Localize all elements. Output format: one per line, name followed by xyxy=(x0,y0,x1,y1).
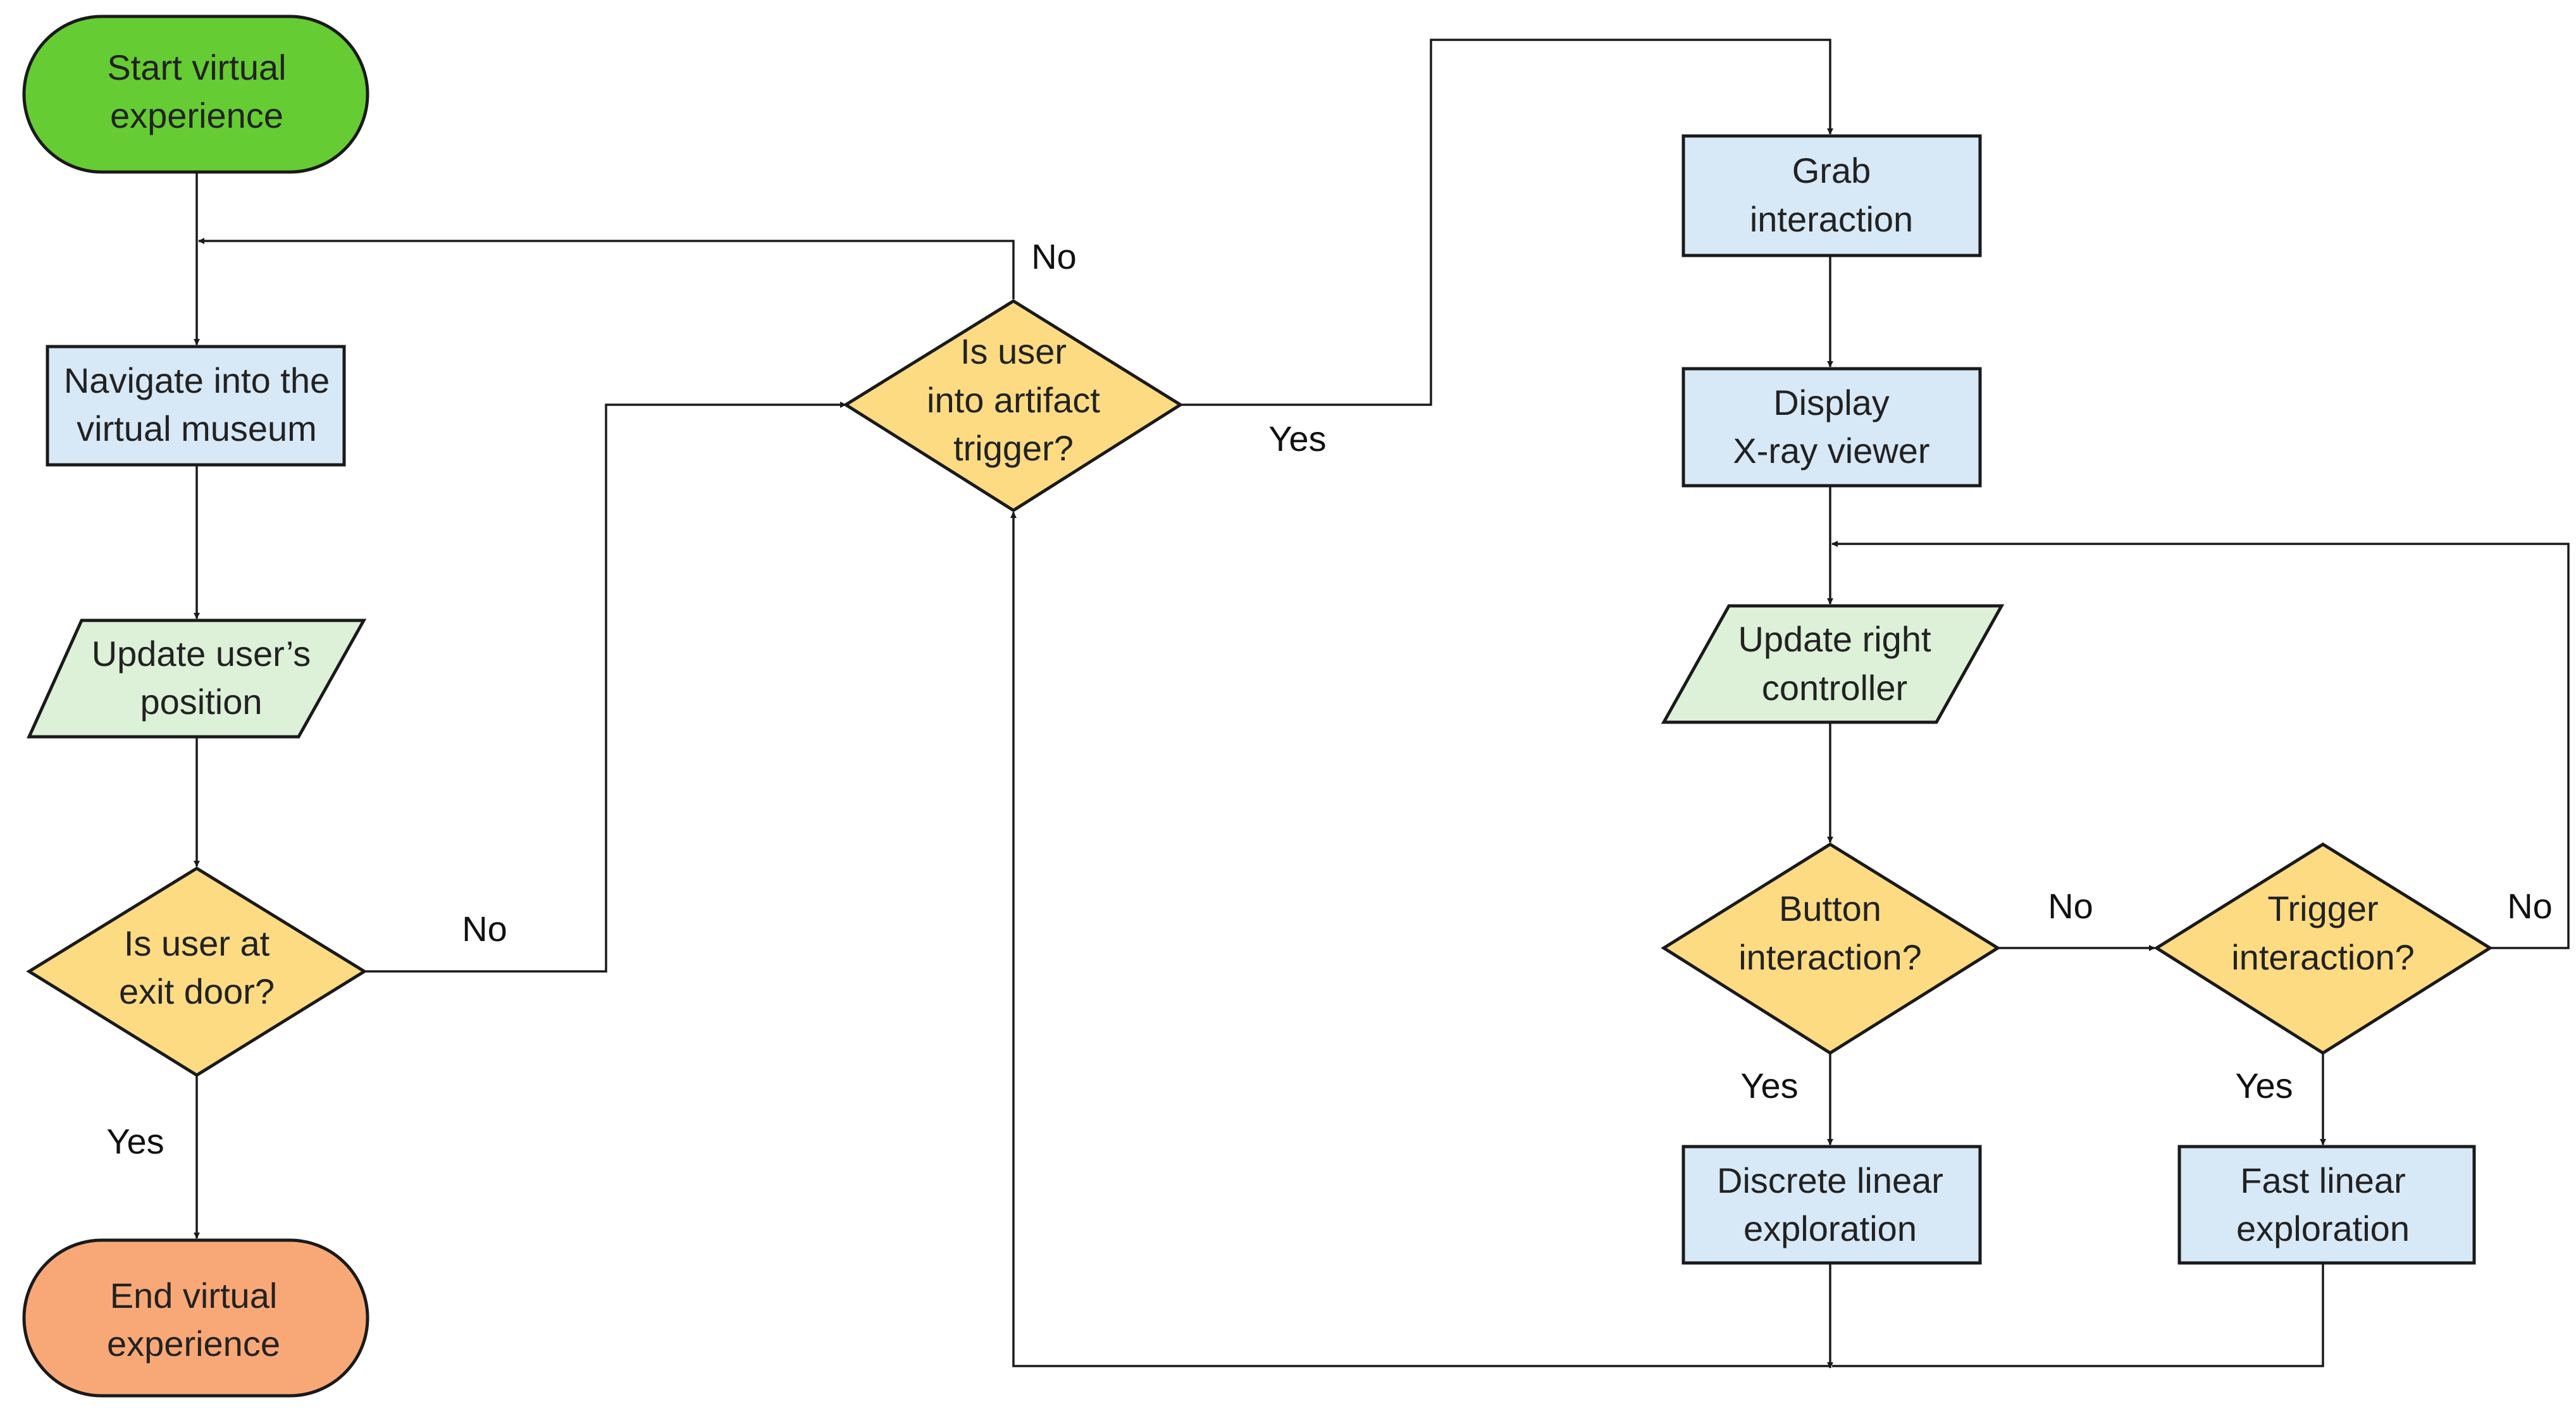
trigger-interaction-decision: Trigger interaction? xyxy=(2153,842,2493,1055)
grab-label-line2: interaction xyxy=(1750,199,1913,239)
edge-artifact-trigger-yes-to-grab xyxy=(1180,39,1833,406)
grab-process-shape xyxy=(1681,134,1982,257)
edges xyxy=(194,39,2570,1369)
end-label-line2: experience xyxy=(107,1324,280,1364)
artifact-trigger-decision: Is user into artifact trigger? xyxy=(843,299,1184,512)
edge-artifact-trigger-no-loop xyxy=(198,238,1015,299)
update-position-io-shape xyxy=(27,619,367,739)
display-xray-label-line2: X-ray viewer xyxy=(1733,431,1929,471)
artifact-no-label: No xyxy=(1031,237,1077,276)
exit-no-label: No xyxy=(462,909,507,949)
artifact-trigger-label-line3: trigger? xyxy=(953,428,1074,468)
artifact-yes-label: Yes xyxy=(1268,419,1326,459)
edge-labels: No Yes No Yes No Yes No Yes xyxy=(106,237,2552,1161)
update-controller-label-line1: Update right xyxy=(1738,619,1931,659)
trigger-interaction-label-line1: Trigger xyxy=(2267,889,2378,928)
update-controller-io-shape xyxy=(1661,604,2005,724)
exit-door-decision-shape xyxy=(26,866,368,1077)
exit-yes-label: Yes xyxy=(106,1121,164,1161)
edge-exit-door-no-to-artifact-trigger xyxy=(364,402,846,973)
display-xray-label-line1: Display xyxy=(1773,383,1890,422)
start-terminal-shape xyxy=(22,15,369,174)
exit-door-decision: Is user at exit door? xyxy=(26,866,368,1077)
trigger-interaction-decision-shape xyxy=(2153,842,2493,1055)
update-position-io: Update user’s position xyxy=(27,619,367,739)
exit-door-label-line1: Is user at xyxy=(124,923,270,963)
discrete-linear-label-line2: exploration xyxy=(1743,1209,1917,1248)
trigger-no-label: No xyxy=(2507,886,2553,926)
trigger-yes-label: Yes xyxy=(2235,1066,2293,1105)
button-interaction-decision-shape xyxy=(1661,842,2001,1055)
edge-fast-to-bottom-line xyxy=(1832,1263,2324,1367)
navigate-process: Navigate into the virtual museum xyxy=(46,345,346,467)
start-label-line1: Start virtual xyxy=(107,47,286,87)
discrete-linear-process-shape xyxy=(1681,1145,1982,1265)
button-interaction-decision: Button interaction? xyxy=(1661,842,2001,1055)
discrete-linear-label-line1: Discrete linear xyxy=(1717,1161,1943,1200)
button-no-label: No xyxy=(2048,886,2093,926)
update-position-label-line2: position xyxy=(140,682,262,722)
edge-bottom-line-to-artifact-trigger xyxy=(1010,512,1830,1367)
edge-trigger-no-loop xyxy=(1831,541,2570,949)
discrete-linear-process: Discrete linear exploration xyxy=(1681,1145,1982,1265)
end-label-line1: End virtual xyxy=(110,1276,278,1315)
update-controller-io: Update right controller xyxy=(1661,604,2005,724)
navigate-label-line1: Navigate into the xyxy=(64,360,330,400)
fast-linear-process-shape xyxy=(2177,1145,2476,1265)
end-terminal: End virtual experience xyxy=(22,1238,369,1398)
start-label-line2: experience xyxy=(110,95,283,135)
navigate-process-shape xyxy=(46,345,346,467)
start-terminal: Start virtual experience xyxy=(22,15,369,174)
artifact-trigger-label-line1: Is user xyxy=(960,331,1067,371)
grab-process: Grab interaction xyxy=(1681,134,1982,257)
navigate-label-line2: virtual museum xyxy=(77,409,317,448)
update-controller-label-line2: controller xyxy=(1762,668,1907,708)
button-interaction-label-line2: interaction? xyxy=(1738,937,1922,977)
trigger-interaction-label-line2: interaction? xyxy=(2231,937,2415,977)
artifact-trigger-label-line2: into artifact xyxy=(927,380,1100,420)
fast-linear-label-line2: exploration xyxy=(2236,1209,2410,1248)
fast-linear-process: Fast linear exploration xyxy=(2177,1145,2476,1265)
update-position-label-line1: Update user’s xyxy=(92,634,311,674)
fast-linear-label-line1: Fast linear xyxy=(2240,1161,2405,1200)
artifact-trigger-decision-shape xyxy=(843,299,1184,512)
exit-door-label-line2: exit door? xyxy=(119,971,275,1011)
button-yes-label: Yes xyxy=(1740,1066,1798,1105)
display-xray-process-shape xyxy=(1681,367,1982,488)
end-terminal-shape xyxy=(22,1238,369,1398)
button-interaction-label-line1: Button xyxy=(1779,889,1881,928)
grab-label-line1: Grab xyxy=(1792,151,1871,190)
